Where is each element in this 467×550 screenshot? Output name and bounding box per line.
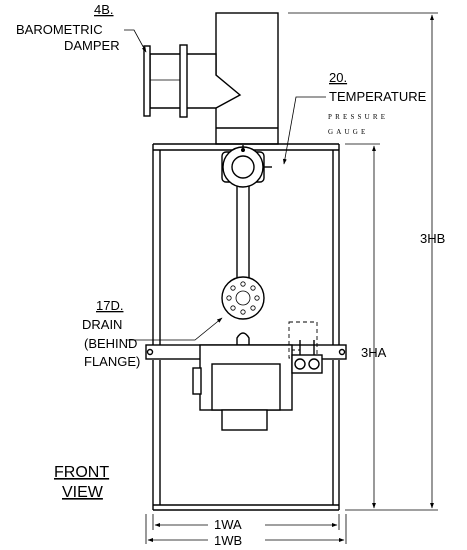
- callout-drain-line2: (BEHIND: [84, 336, 137, 351]
- callout-damper-leader: [124, 29, 147, 53]
- callout-drain-leader: [126, 317, 223, 341]
- callout-temp-line1: TEMPERATURE: [329, 89, 427, 104]
- callout-drain-number: 17D.: [96, 298, 123, 313]
- burner-assembly: [145, 321, 347, 431]
- dim-3hb-label: 3HB: [420, 231, 445, 246]
- callout-damper-number: 4B.: [94, 2, 114, 17]
- callout-drain-line1: DRAIN: [82, 317, 122, 332]
- flue-stack: [215, 12, 279, 145]
- dim-1wa-label: 1WA: [214, 517, 242, 532]
- dim-3hb: [288, 12, 438, 511]
- dim-3ha: [345, 143, 380, 509]
- callout-damper-line2: DAMPER: [64, 38, 120, 53]
- callout-temp-number: 20.: [329, 70, 347, 85]
- dim-1wb-label: 1WB: [214, 533, 242, 548]
- dim-3ha-label: 3HA: [361, 345, 387, 360]
- view-title-line2: VIEW: [62, 484, 104, 501]
- vent-pipe: [221, 145, 272, 320]
- callout-temp-sub2: GAUGE: [328, 128, 369, 136]
- callout-temp-leader: [282, 96, 326, 165]
- callout-temp-sub1: PRESSURE: [328, 113, 388, 121]
- callout-drain-line3: FLANGE): [84, 354, 140, 369]
- view-title-line1: FRONT: [54, 464, 109, 481]
- callout-damper-line1: BAROMETRIC: [16, 22, 103, 37]
- dim-width: [145, 514, 347, 544]
- barometric-damper: [143, 44, 242, 118]
- frame: [152, 143, 340, 511]
